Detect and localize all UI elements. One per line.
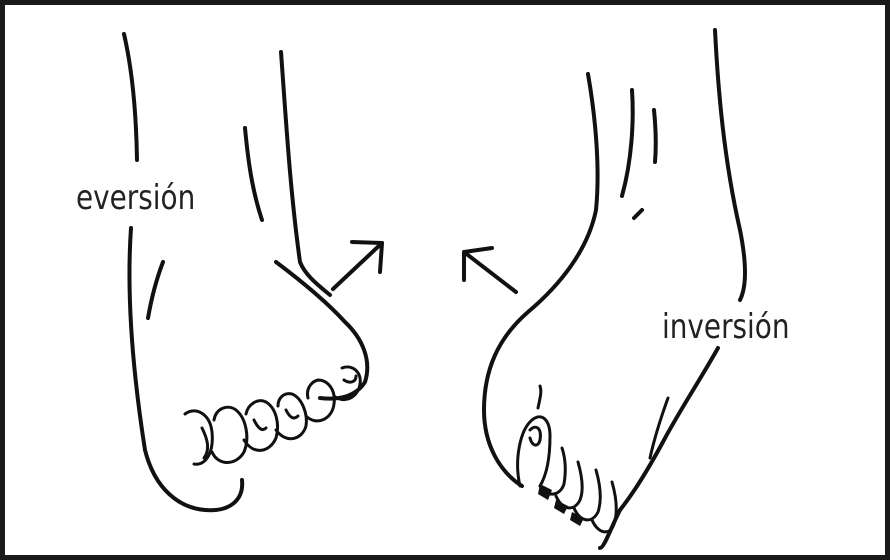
left-toe-4-nail	[286, 410, 298, 418]
right-foot-inversion	[484, 30, 745, 548]
inversion-label: inversión	[662, 307, 790, 347]
right-toe-1-nail	[530, 427, 540, 445]
inversion-arrow	[464, 248, 516, 292]
eversion-arrow	[333, 242, 382, 289]
left-ankle-line	[245, 128, 262, 220]
left-leg-back-upper	[124, 34, 137, 160]
left-toe-3	[244, 401, 278, 451]
eversion-label: eversión	[76, 178, 195, 218]
right-ankle-line-1	[622, 90, 633, 196]
right-nail-mark-1	[538, 484, 552, 500]
right-ankle-line-2	[654, 110, 656, 162]
right-toe-1-mark	[538, 386, 541, 408]
left-toe-3-nail	[254, 420, 266, 430]
left-toe-1	[185, 411, 212, 464]
left-foot-top	[276, 262, 367, 399]
left-heel-outline	[129, 228, 242, 510]
left-toe-1-nail	[202, 428, 208, 458]
left-toe-6-nail	[344, 376, 356, 382]
eversion-arrow-shaft	[333, 243, 382, 289]
right-toe-5	[592, 482, 616, 532]
right-toe-4	[574, 470, 600, 520]
left-leg-front	[281, 52, 330, 295]
inversion-arrow-shaft	[464, 252, 516, 292]
right-foot-sole	[600, 348, 718, 548]
left-heel-mark	[148, 262, 163, 318]
left-foot-eversion	[124, 34, 367, 510]
left-toe-2	[212, 407, 247, 462]
right-ankle-tick	[634, 210, 642, 218]
right-toe-3	[556, 462, 582, 508]
right-leg-back	[715, 30, 745, 300]
